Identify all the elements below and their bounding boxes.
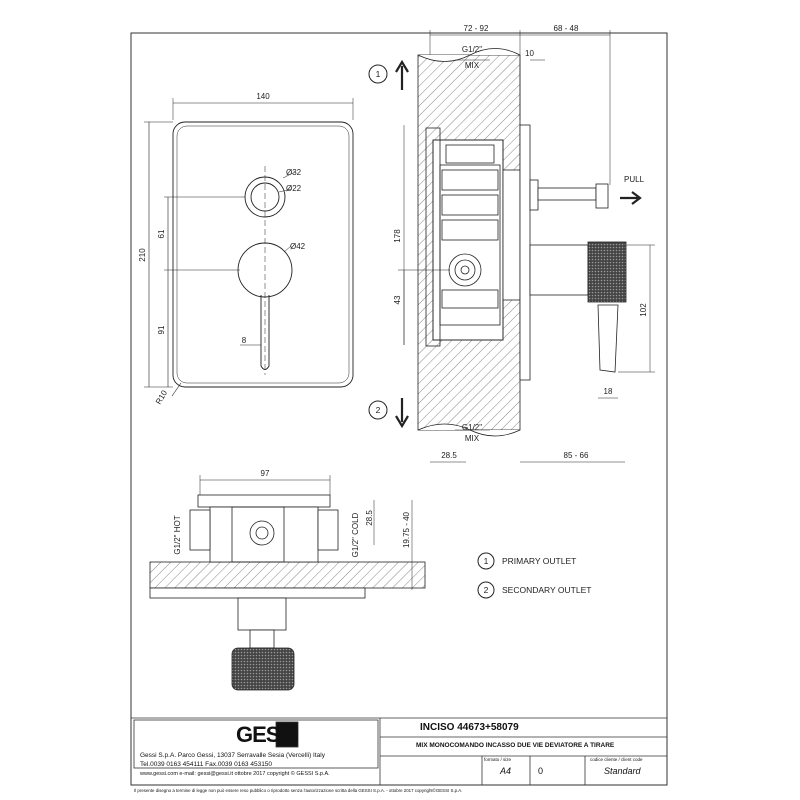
mix-top: MIX bbox=[465, 61, 480, 70]
dim-d22: Ø22 bbox=[286, 184, 302, 193]
dim-72-92: 72 - 92 bbox=[464, 24, 489, 33]
wall-bottom bbox=[149, 561, 426, 589]
front-plate bbox=[172, 121, 354, 388]
hot-label: G1/2" HOT bbox=[173, 515, 182, 554]
dim-19-75-40: 19.75 - 40 bbox=[402, 511, 411, 548]
company-web: www.gessi.com e-mail: gessi@gessi.it ott… bbox=[140, 771, 330, 777]
outlet-marker-1: 1 bbox=[376, 69, 381, 79]
dim-178: 178 bbox=[393, 229, 402, 243]
legend-num-2: 2 bbox=[484, 585, 489, 595]
footer-copyright: Il presente disegno a termine di legge n… bbox=[134, 788, 463, 793]
dim-28-5: 28.5 bbox=[441, 451, 457, 460]
mix-bottom: MIX bbox=[465, 434, 480, 443]
dim-210: 210 bbox=[138, 248, 147, 262]
dim-91: 91 bbox=[157, 325, 166, 334]
dim-140: 140 bbox=[256, 92, 270, 101]
outlet-legend bbox=[477, 552, 495, 599]
dim-d42: Ø42 bbox=[290, 242, 306, 251]
dim-8: 8 bbox=[242, 336, 247, 345]
dim-18: 18 bbox=[604, 387, 613, 396]
legend-num-1: 1 bbox=[484, 556, 489, 566]
dim-61: 61 bbox=[157, 229, 166, 238]
bottom-view bbox=[149, 475, 426, 691]
client-code-label: codice cliente / client code bbox=[590, 757, 643, 762]
revision: 0 bbox=[538, 766, 544, 776]
dim-102: 102 bbox=[639, 303, 648, 317]
dim-10: 10 bbox=[525, 49, 534, 58]
product-description: MIX MONOCOMANDO INCASSO DUE VIE DEVIATOR… bbox=[416, 742, 615, 749]
legend-label-1: PRIMARY OUTLET bbox=[502, 556, 576, 566]
dim-d32: Ø32 bbox=[286, 168, 302, 177]
pull-label: PULL bbox=[624, 175, 645, 184]
dim-43: 43 bbox=[393, 295, 402, 304]
company-logo: GESSI bbox=[236, 722, 299, 747]
logo-box bbox=[275, 721, 299, 748]
format-label: formato / size bbox=[484, 757, 512, 762]
legend-label-2: SECONDARY OUTLET bbox=[502, 585, 591, 595]
company-address: Gessi S.p.A. Parco Gessi, 13037 Serraval… bbox=[140, 752, 325, 759]
pull-knob bbox=[595, 183, 609, 209]
g-half-bottom: G1/2" bbox=[462, 423, 482, 432]
dim-r10: R10 bbox=[154, 388, 169, 406]
side-view bbox=[398, 30, 655, 463]
outlet-marker-2: 2 bbox=[376, 405, 381, 415]
knurled-handle bbox=[587, 241, 627, 303]
client-code: Standard bbox=[604, 766, 641, 776]
front-view bbox=[144, 98, 354, 397]
cartridge bbox=[448, 253, 482, 287]
dim-97: 97 bbox=[261, 469, 270, 478]
dim-68-48: 68 - 48 bbox=[554, 24, 579, 33]
bottom-knurled-handle bbox=[231, 647, 295, 691]
format-value: A4 bbox=[500, 766, 512, 776]
dim-28-5-bottom: 28.5 bbox=[365, 510, 374, 526]
company-phone: Tel.0039 0163 454111 Fax.0039 0163 45315… bbox=[140, 761, 273, 768]
dim-85-66: 85 - 66 bbox=[564, 451, 589, 460]
title-block bbox=[131, 717, 667, 786]
g-half-top: G1/2" bbox=[462, 45, 482, 54]
outlet-markers bbox=[368, 59, 642, 429]
drawing-frame bbox=[130, 32, 668, 786]
product-name: INCISO 44673+58079 bbox=[420, 722, 519, 733]
side-plate bbox=[519, 124, 531, 381]
cold-label: G1/2" COLD bbox=[351, 512, 360, 557]
